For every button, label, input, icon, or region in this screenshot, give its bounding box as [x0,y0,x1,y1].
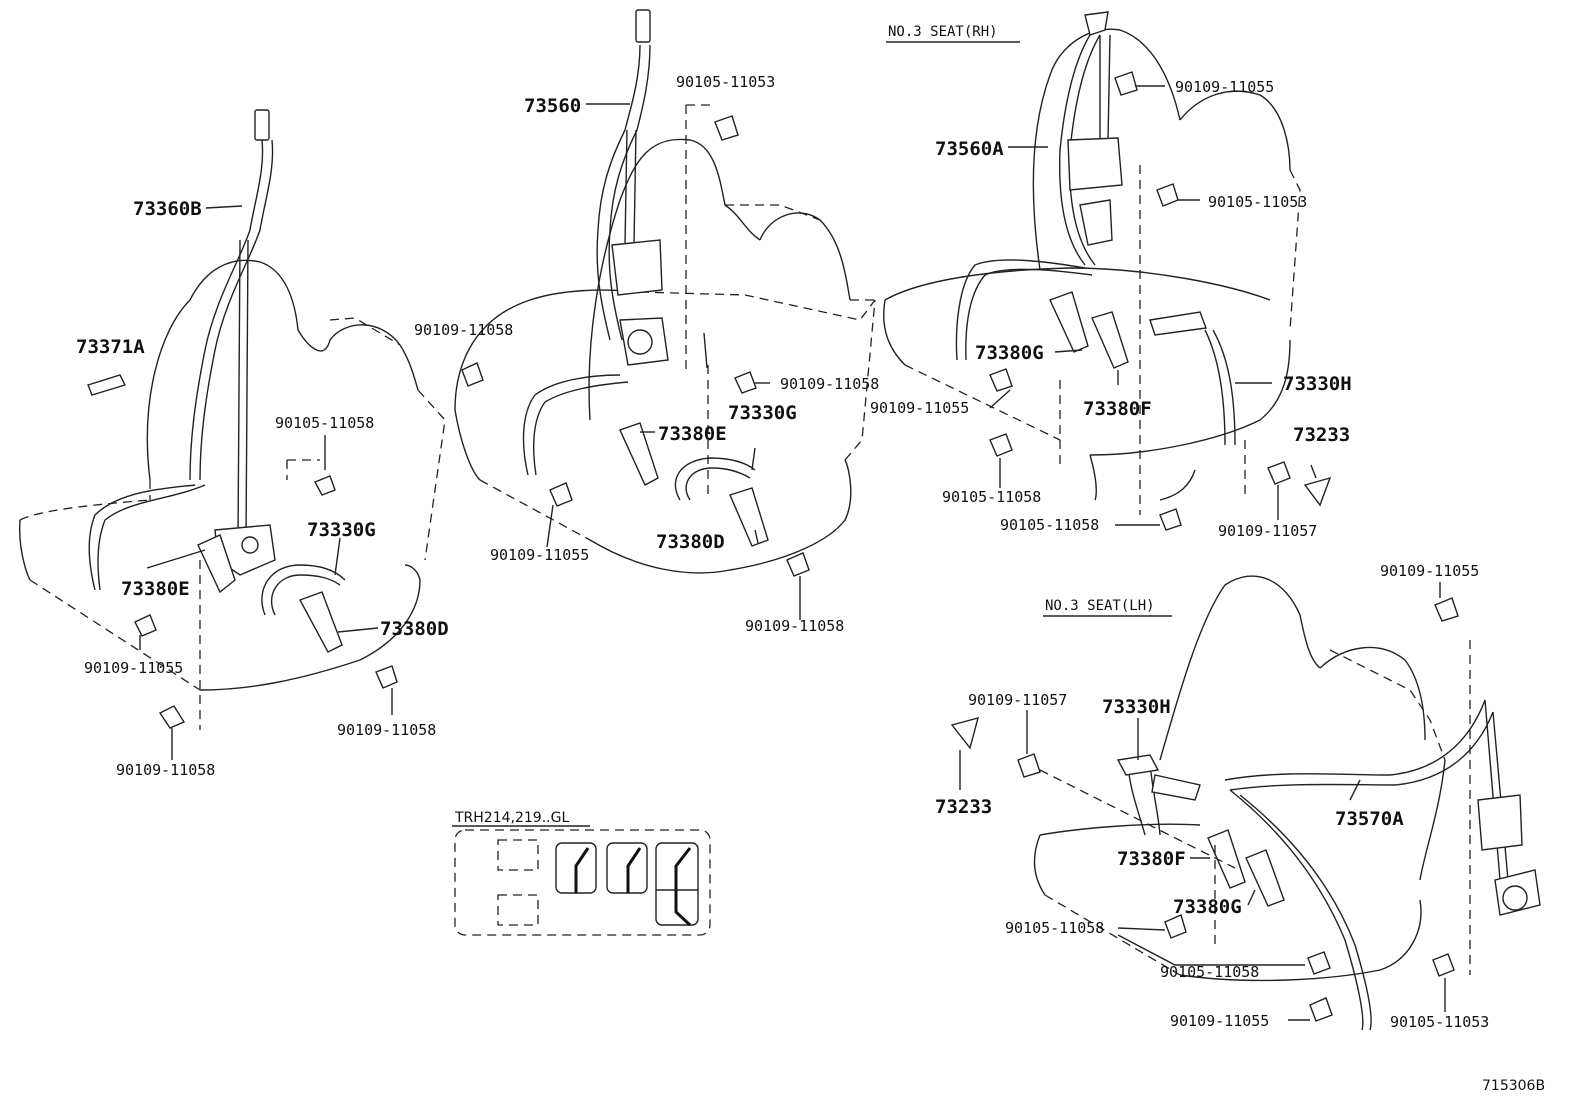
part-label: 90109-11058 [414,321,513,339]
retractor [611,239,663,296]
assembly-no3-seat-lh [950,575,1541,1031]
part-label: 90109-11058 [780,375,879,393]
buckle-73380G [1245,849,1285,907]
belt-73330G [261,564,346,616]
part-label: 90109-11055 [870,399,969,417]
part-label: 90105-11058 [1005,919,1104,937]
part-label: 73570A [1335,808,1404,830]
part-label: 73380D [380,618,449,640]
part-label: 73330G [307,519,376,541]
part-label: 90105-11058 [275,414,374,432]
assembly-left-seat [18,109,446,760]
part-label: 73380D [656,531,725,553]
part-label: 73330G [728,402,797,424]
part-label: 90109-11055 [1175,78,1274,96]
part-label: 90105-11053 [1208,193,1307,211]
part-label: 90109-11057 [968,691,1067,709]
part-label: 73380G [1173,896,1242,918]
part-label: 73380F [1117,848,1186,870]
part-label: 73360B [133,198,202,220]
part-label: 90109-11055 [1380,562,1479,580]
bolt-icon [1017,597,1459,1022]
part-label: 90105-11053 [1390,1013,1489,1031]
part-label: 90109-11057 [1218,522,1317,540]
clip-73371A [87,374,126,396]
part-label: 73380E [121,578,190,600]
bolt-icon [134,475,398,729]
assembly-center-seat [454,9,876,620]
legend-title: TRH214,219..GL [454,810,569,826]
seat-icon [655,842,699,926]
seat-back-outline [146,259,299,481]
shoulder-anchor [254,109,270,141]
bolt-icon [461,115,810,577]
part-label: 90105-11053 [676,73,775,91]
legend-frame [454,829,711,936]
shoulder-anchor [635,9,651,43]
part-label: 90109-11055 [1170,1012,1269,1030]
part-label: 73233 [935,796,992,818]
buckle-73380E [619,422,659,486]
belt-73330G [674,457,756,501]
part-label: 73380G [975,342,1044,364]
header-no3-seat-lh: NO.3 SEAT(LH) [1045,598,1155,614]
seat-cushion-outline [19,499,151,521]
part-label: 90109-11058 [745,617,844,635]
cover-73233 [1303,476,1332,507]
part-number-labels: NO.3 SEAT(RH) NO.3 SEAT(LH) TRH214,219..… [76,24,1545,1094]
part-label: 73380E [658,423,727,445]
part-label: 73371A [76,336,145,358]
belt-73560A [1058,34,1091,266]
buckle-73380D [298,591,343,653]
assembly-no3-seat-rh [883,11,1332,531]
belt-73360B [189,139,264,481]
part-label: 73233 [1293,424,1350,446]
part-label: 73330H [1102,696,1171,718]
buckle-73380F [1207,829,1246,889]
buckle-73380D [729,487,769,547]
retractor [1067,137,1123,191]
part-label: 73330H [1283,373,1352,395]
part-label: 73560A [935,138,1004,160]
shoulder-anchor [1084,11,1109,36]
belt-73330H [1204,329,1226,446]
part-label: 90105-11058 [942,488,1041,506]
bolt-icon [989,71,1291,531]
part-label: 90109-11055 [84,659,183,677]
part-label: 90109-11058 [116,761,215,779]
header-no3-seat-rh: NO.3 SEAT(RH) [888,24,998,40]
retractor [1477,794,1523,851]
part-label: 73380F [1083,398,1152,420]
part-label: 90109-11058 [337,721,436,739]
part-label: 73560 [524,95,581,117]
diagram-id: 715306B [1482,1078,1545,1094]
buckle-73380F [1091,311,1129,369]
part-label: 90109-11055 [490,546,589,564]
part-label: 90105-11058 [1160,963,1259,981]
seat-back-side [297,324,419,391]
belt-73570A [1224,699,1486,781]
buckle-73380E [197,534,236,594]
belt-73560 [596,44,641,341]
part-label: 90105-11058 [1000,516,1099,534]
applicability-legend [452,825,711,936]
cover-73233 [950,717,979,750]
buckle-73380G [1049,291,1089,353]
